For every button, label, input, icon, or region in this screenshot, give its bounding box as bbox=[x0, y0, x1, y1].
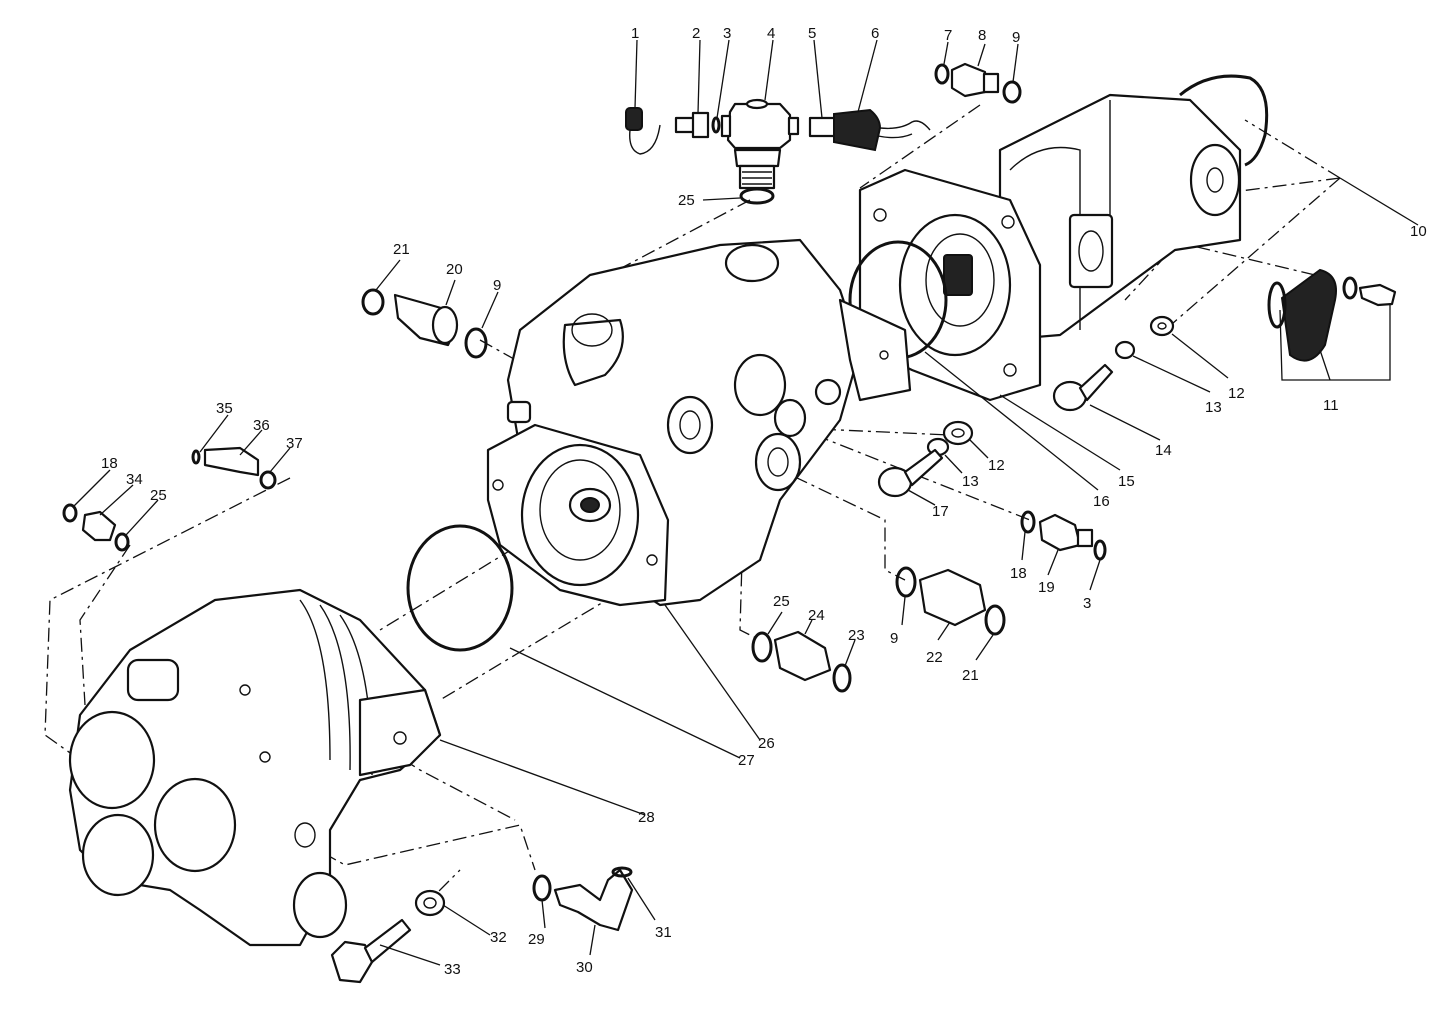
part-21-oring-right bbox=[984, 604, 1006, 636]
callout-8: 8 bbox=[978, 27, 986, 44]
part-32-washer bbox=[414, 889, 446, 917]
callout-18-left: 18 bbox=[101, 455, 118, 472]
callout-29: 29 bbox=[528, 931, 545, 948]
callout-11: 11 bbox=[1323, 397, 1339, 414]
part-21-oring-left bbox=[361, 288, 385, 316]
callout-10: 10 bbox=[1410, 223, 1427, 240]
callout-36: 36 bbox=[253, 417, 270, 434]
part-12-washer-center bbox=[942, 420, 974, 446]
callout-21-left: 21 bbox=[393, 241, 410, 258]
callout-6: 6 bbox=[871, 25, 879, 42]
callout-25-center: 25 bbox=[773, 593, 790, 610]
part-3-oring-right bbox=[1093, 539, 1107, 561]
callout-9-top: 9 bbox=[1012, 29, 1020, 46]
callout-12-right: 12 bbox=[1228, 385, 1245, 402]
part-9-oring-top bbox=[1002, 80, 1022, 104]
part-30-elbow bbox=[553, 868, 634, 932]
callout-25-top: 25 bbox=[678, 192, 695, 209]
callout-30: 30 bbox=[576, 959, 593, 976]
part-18-oring-right bbox=[1020, 510, 1036, 534]
part-31-oring bbox=[611, 866, 633, 878]
callout-37: 37 bbox=[286, 435, 303, 452]
part-25-oring-center bbox=[751, 631, 773, 663]
leader-lines bbox=[73, 39, 1419, 966]
part-4-valve-body bbox=[720, 98, 800, 190]
part-34-fitting bbox=[81, 510, 117, 542]
part-3-oring bbox=[711, 116, 721, 134]
callout-12-center: 12 bbox=[988, 457, 1005, 474]
callout-32: 32 bbox=[490, 929, 507, 946]
part-2-fitting bbox=[674, 111, 710, 139]
callout-4: 4 bbox=[767, 25, 775, 42]
part-24-fitting bbox=[773, 630, 832, 682]
part-22-fitting bbox=[918, 568, 987, 627]
callout-35: 35 bbox=[216, 400, 233, 417]
callout-14: 14 bbox=[1155, 442, 1172, 459]
callout-3: 3 bbox=[723, 25, 731, 42]
part-18-oring-left bbox=[62, 503, 78, 523]
callout-21-right: 21 bbox=[962, 667, 979, 684]
part-25-oring-top bbox=[739, 187, 775, 205]
callout-15: 15 bbox=[1118, 473, 1135, 490]
part-6-sender bbox=[833, 108, 931, 152]
front-pump-body bbox=[68, 588, 442, 947]
callout-13-center: 13 bbox=[962, 473, 979, 490]
part-33-bolt bbox=[330, 918, 412, 984]
part-29-oring bbox=[532, 874, 552, 902]
part-9-oring-center bbox=[895, 566, 917, 598]
part-5-fitting bbox=[808, 116, 838, 138]
center-side-plate bbox=[838, 298, 912, 402]
callout-7: 7 bbox=[944, 27, 952, 44]
center-flange-plate bbox=[486, 423, 670, 607]
callout-2: 2 bbox=[692, 25, 700, 42]
callout-19: 19 bbox=[1038, 579, 1055, 596]
part-20-fitting bbox=[393, 293, 459, 347]
callout-5: 5 bbox=[808, 25, 816, 42]
callout-31: 31 bbox=[655, 924, 672, 941]
part-36-elbow bbox=[203, 446, 260, 477]
part-35-oring bbox=[191, 449, 201, 465]
callout-24: 24 bbox=[808, 607, 825, 624]
callout-17: 17 bbox=[932, 503, 949, 520]
callout-16: 16 bbox=[1093, 493, 1110, 510]
callout-9-center: 9 bbox=[890, 630, 898, 647]
part-7-oring bbox=[934, 63, 950, 85]
callout-28: 28 bbox=[638, 809, 655, 826]
callout-22: 22 bbox=[926, 649, 943, 666]
callout-26: 26 bbox=[758, 735, 775, 752]
part-23-oring bbox=[832, 663, 852, 693]
part-8-fitting bbox=[950, 62, 1000, 98]
callout-3-right: 3 bbox=[1083, 595, 1091, 612]
part-9-oring-left bbox=[464, 327, 488, 359]
callout-25-left: 25 bbox=[150, 487, 167, 504]
callout-9-left: 9 bbox=[493, 277, 501, 294]
part-1-cap bbox=[625, 107, 661, 155]
part-12-washer bbox=[1149, 315, 1175, 337]
rear-pump-body bbox=[998, 93, 1242, 342]
part-11-bracket bbox=[1267, 268, 1397, 362]
callout-labels: 1 2 3 4 5 6 7 8 9 10 25 21 20 9 11 12 13… bbox=[101, 25, 1427, 978]
part-14-bolt bbox=[1052, 363, 1114, 412]
callout-34: 34 bbox=[126, 471, 143, 488]
part-19-fitting bbox=[1038, 513, 1094, 552]
part-37-oring bbox=[259, 470, 277, 490]
callout-20: 20 bbox=[446, 261, 463, 278]
part-25-oring-left bbox=[114, 532, 130, 552]
part-10-gasket bbox=[1179, 74, 1269, 167]
callout-33: 33 bbox=[444, 961, 461, 978]
callout-18-right: 18 bbox=[1010, 565, 1027, 582]
callout-27: 27 bbox=[738, 752, 755, 769]
part-13-washer bbox=[1114, 340, 1136, 360]
callout-23: 23 bbox=[848, 627, 865, 644]
callout-1: 1 bbox=[631, 25, 639, 42]
part-17-bolt bbox=[877, 448, 944, 498]
part-27-oring bbox=[406, 524, 514, 652]
callout-13-right: 13 bbox=[1205, 399, 1222, 416]
